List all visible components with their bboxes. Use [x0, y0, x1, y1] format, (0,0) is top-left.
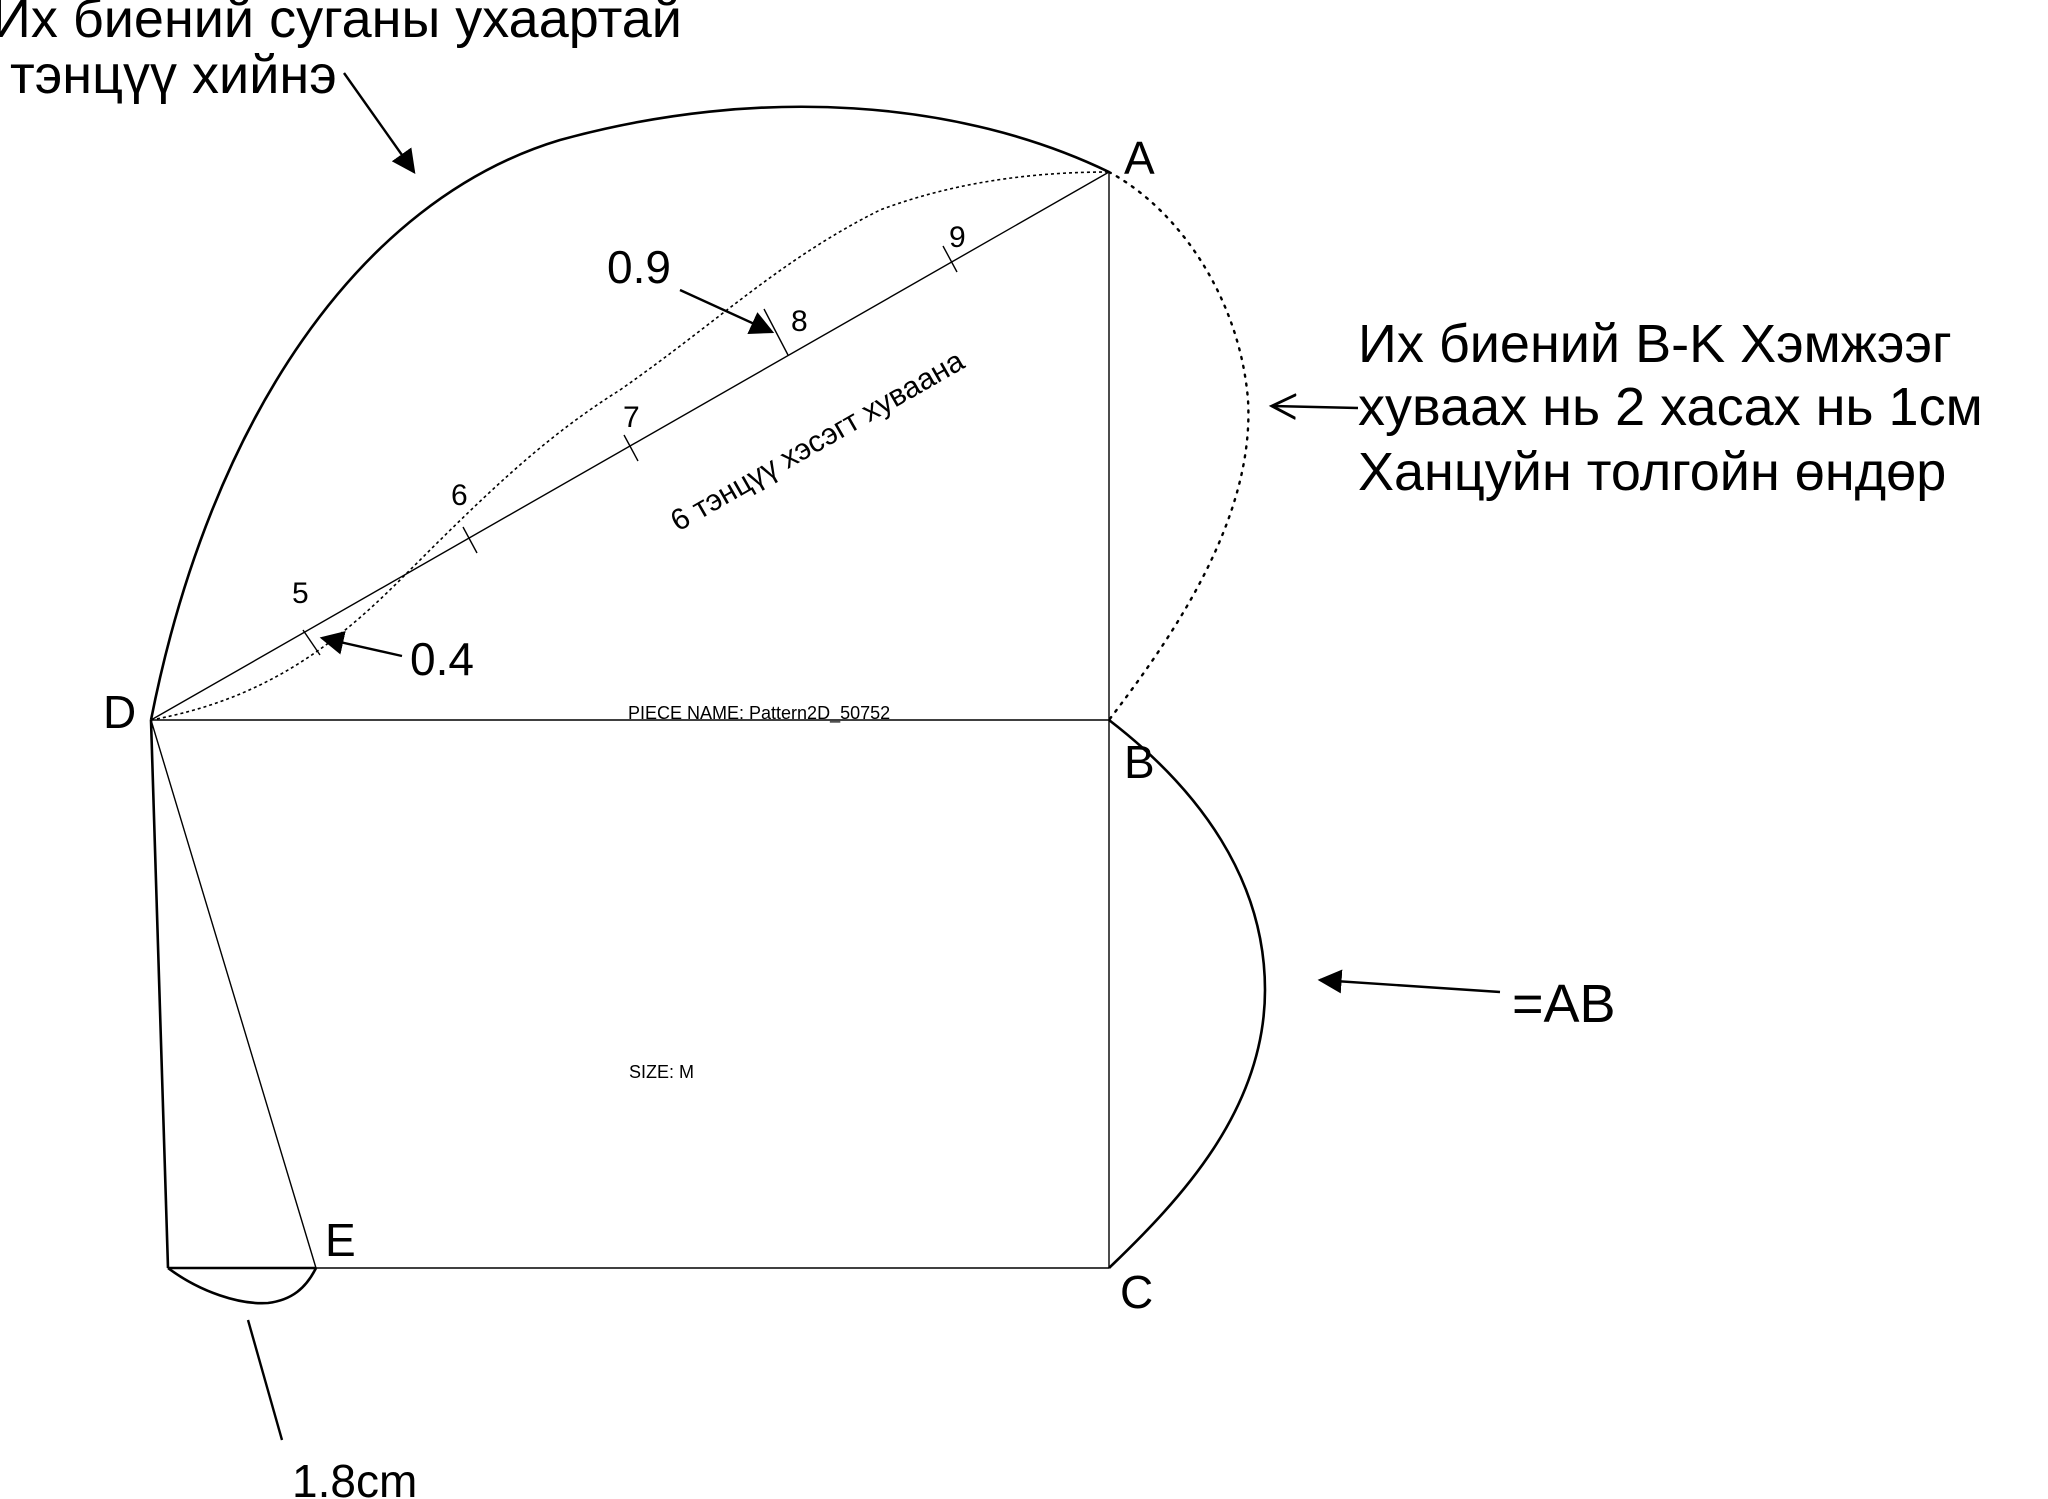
- tick-6: [462, 526, 478, 554]
- arrow-bottom-offset: [319, 631, 403, 658]
- measure-equal-ab: =AB: [1512, 974, 1616, 1034]
- division-label-7: 7: [623, 401, 640, 434]
- outer-cap-curve: [149, 105, 1110, 721]
- point-label-e: E: [325, 1214, 356, 1266]
- diagonal-note: 6 тэнцүү хэсэгт хуваана: [665, 344, 970, 538]
- right-note-line-1: Их биений B-K Хэмжээг: [1358, 314, 1952, 374]
- arrow-equal-ab: [1317, 969, 1501, 994]
- measure-top-offset: 0.9: [607, 241, 671, 293]
- pattern-info: PIECE NAME: Pattern2D_50752 SIZE: M: [628, 703, 890, 1082]
- point-label-c: C: [1120, 1266, 1153, 1318]
- right-note-line-2: хуваах нь 2 хасах нь 1см: [1358, 377, 1983, 437]
- arrow-top-offset: [679, 288, 775, 334]
- measure-curve-depth: 1.8cm: [292, 1455, 417, 1499]
- division-label-6: 6: [451, 479, 468, 512]
- underarm-curve-b-c: [1108, 718, 1267, 1269]
- hem-curve: [167, 1266, 318, 1305]
- line-d-e: [150, 719, 317, 1269]
- tick-8: [763, 308, 789, 356]
- arrow-right-note: [1272, 406, 1359, 408]
- point-label-d: D: [103, 686, 136, 738]
- division-numbers: 5 6 7 8 9: [292, 221, 966, 610]
- notes: Их биений суганы ухаартай тэнцүү хийнэ И…: [0, 0, 1983, 538]
- piece-name: PIECE NAME: Pattern2D_50752: [628, 703, 890, 724]
- pointer-curve-depth: [246, 1319, 284, 1441]
- size-label: SIZE: M: [629, 1062, 694, 1082]
- top-note-line-2: тэнцүү хийнэ: [10, 45, 337, 105]
- arrow-top-note: [343, 72, 416, 174]
- tick-7: [623, 434, 639, 462]
- inner-cap-curve: [150, 171, 1110, 721]
- division-label-9: 9: [949, 221, 966, 254]
- point-label-a: A: [1124, 132, 1155, 184]
- left-seam-d: [149, 719, 170, 1269]
- measurements: 0.9 0.4 1.8cm =AB: [246, 241, 1616, 1499]
- division-ticks: [302, 245, 958, 656]
- tick-5: [302, 629, 321, 656]
- top-note-line-1: Их биений суганы ухаартай: [0, 0, 682, 49]
- pattern-outline: [149, 105, 1267, 1305]
- measure-bottom-offset: 0.4: [410, 633, 474, 685]
- point-label-b: B: [1124, 736, 1155, 788]
- division-label-5: 5: [292, 577, 309, 610]
- right-note-line-3: Ханцуйн толгойн өндөр: [1358, 442, 1946, 502]
- tick-9: [942, 245, 958, 273]
- point-labels: A B C D E: [103, 132, 1155, 1318]
- dotted-armhole-curve: [1107, 170, 1250, 722]
- division-label-8: 8: [791, 305, 808, 338]
